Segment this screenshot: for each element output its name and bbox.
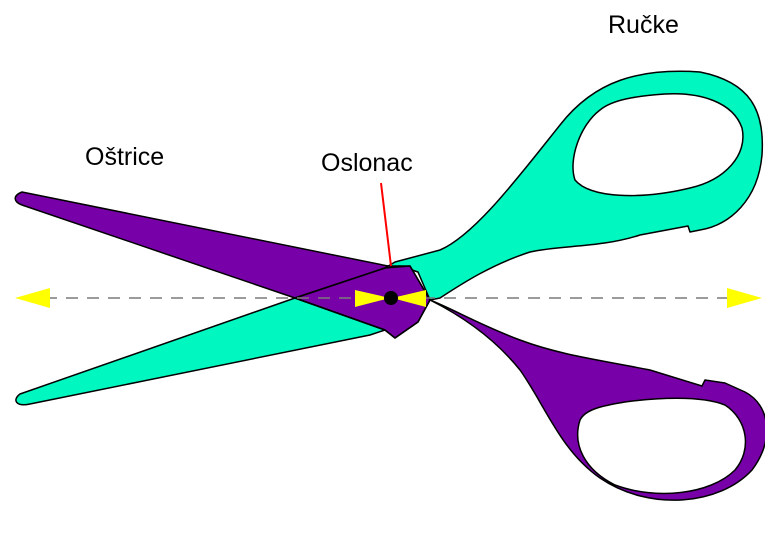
pivot-point: [384, 291, 398, 305]
fulcrum-label: Oslonac: [321, 149, 413, 177]
teal-scissor-half: [15, 70, 764, 406]
purple-blade: [14, 191, 389, 299]
teal-handle: [384, 70, 764, 301]
fulcrum-pointer-line: [380, 182, 392, 267]
teal-blade: [15, 297, 386, 406]
arrow-right-icon: [727, 288, 762, 308]
handles-label: Ručke: [608, 11, 679, 39]
pivot-plate: [294, 265, 431, 339]
arrow-left-icon: [15, 288, 50, 308]
blades-label: Oštrice: [85, 143, 164, 171]
rotation-bowtie-right: [392, 290, 426, 307]
purple-scissor-half: [14, 191, 765, 501]
rotation-bowtie-left: [355, 290, 390, 307]
